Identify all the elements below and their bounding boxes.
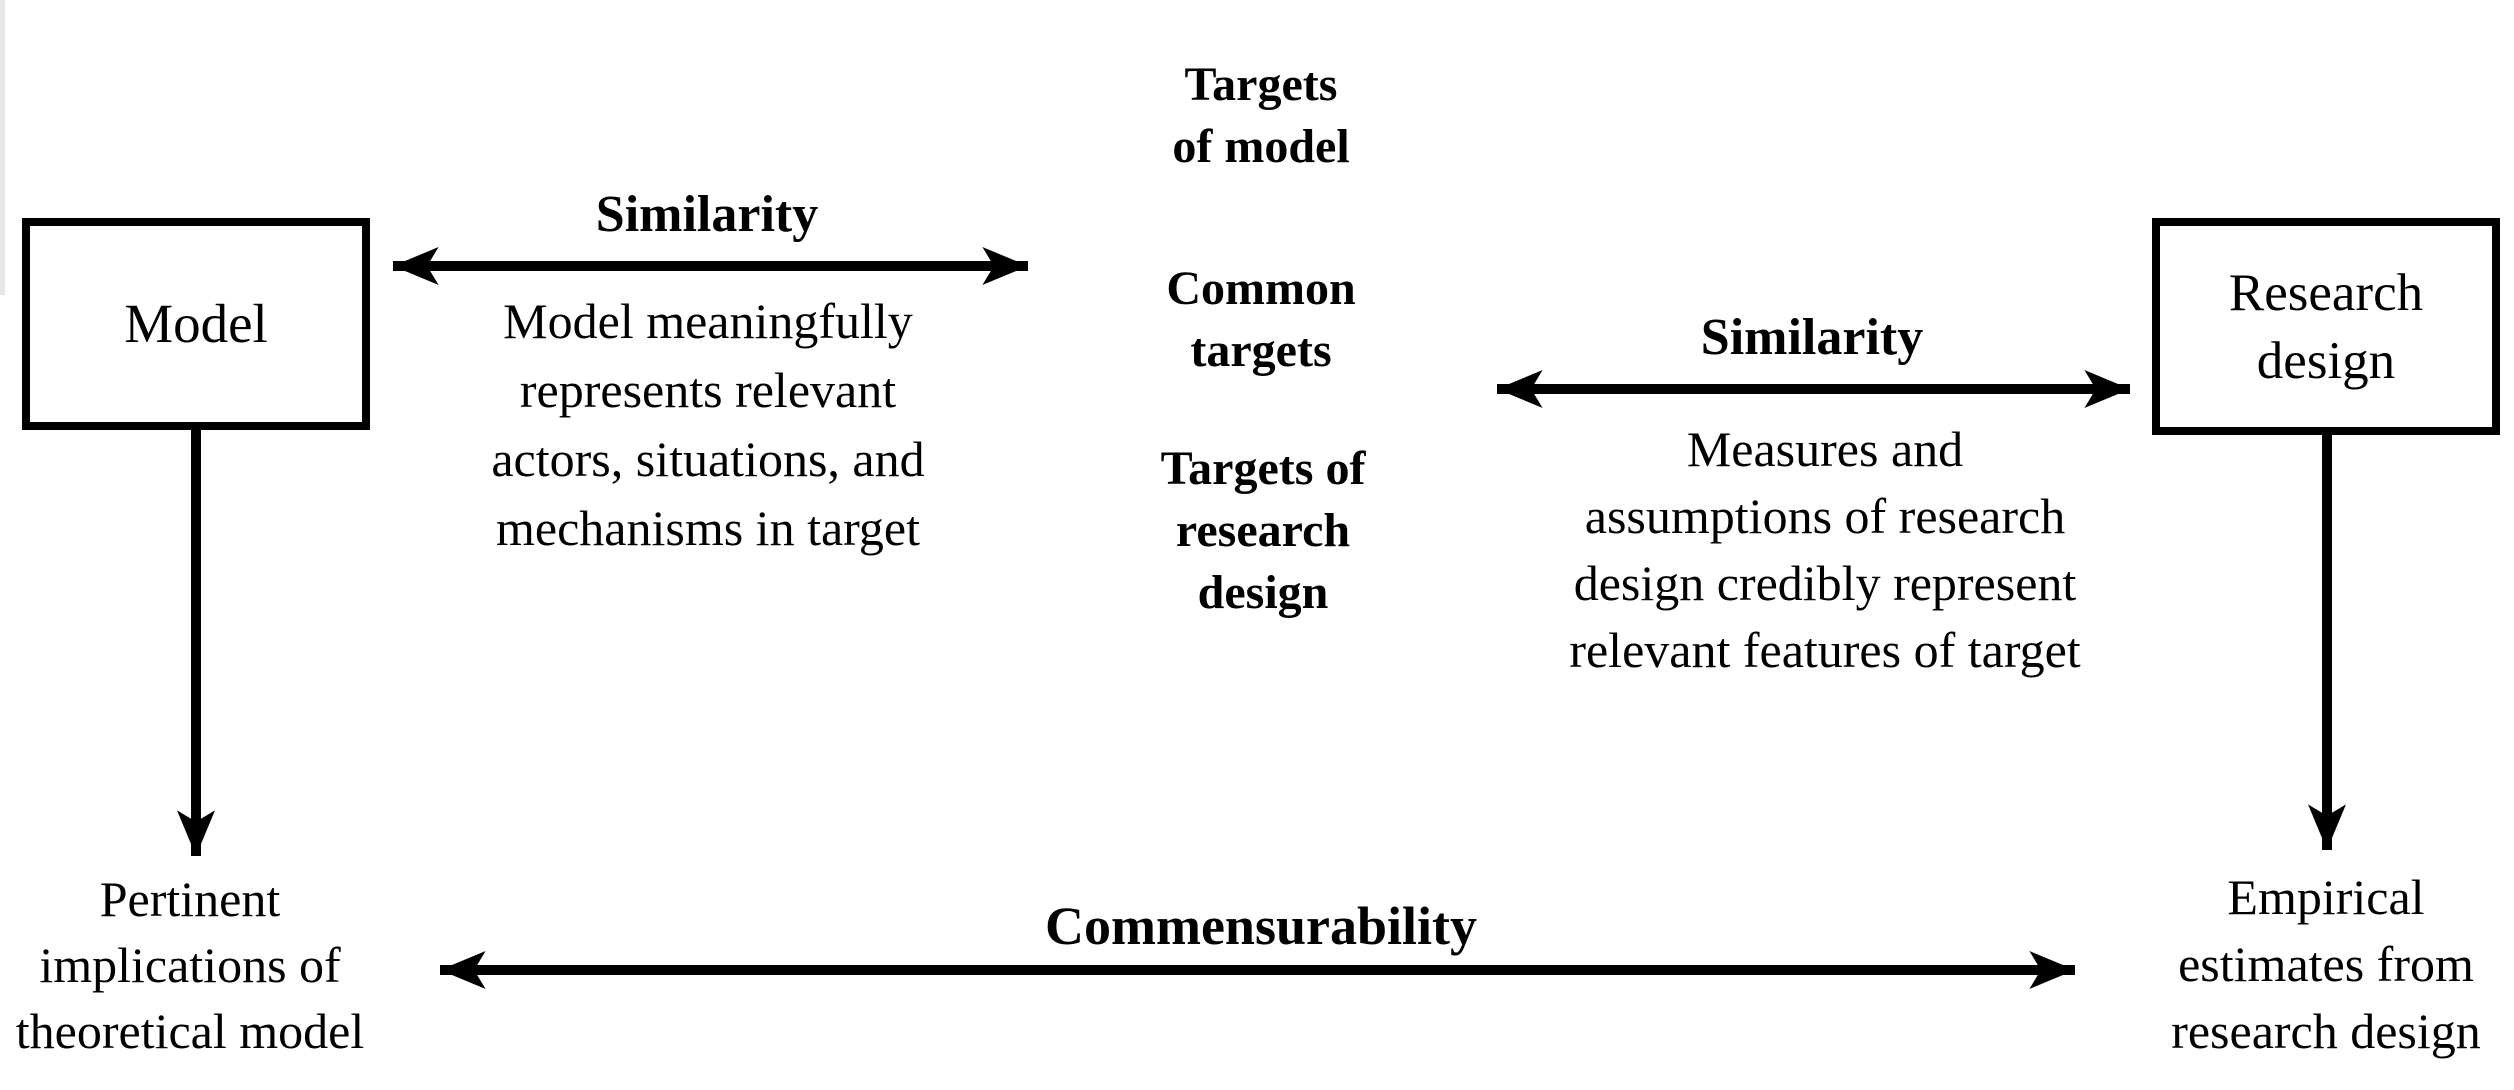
targets-of-model-line-2: of model (1172, 120, 1350, 173)
pertinent-implications-line-3: theoretical model (15, 1003, 365, 1059)
right-similarity-title: Similarity (1700, 309, 1924, 366)
empirical-estimates-line-3: research design (2171, 1003, 2481, 1059)
empirical-estimates-label: Empirical estimates from research design (2171, 864, 2481, 1065)
common-targets-label: Common targets (1166, 258, 1355, 382)
left-similarity-line-3: actors, situations, and (491, 431, 925, 487)
empirical-estimates-line-2: estimates from (2178, 936, 2474, 992)
targets-of-model-line-1: Targets (1184, 58, 1338, 111)
research-box-line-2: design (2256, 331, 2396, 390)
research-design-box: Research design (2152, 218, 2500, 435)
left-similarity-title: Similarity (595, 186, 819, 243)
model-box-label: Model (124, 293, 268, 354)
right-similarity-line-3: design credibly represent (1573, 555, 2077, 611)
right-similarity-line-1: Measures and (1686, 421, 1964, 477)
common-targets-line-2: targets (1190, 324, 1332, 377)
right-similarity-line-4: relevant features of target (1569, 622, 2081, 678)
targets-of-research-design-line-3: design (1197, 566, 1329, 619)
left-similarity-line-1: Model meaningfully (503, 293, 913, 349)
commensurability-title: Commensurability (1045, 896, 1477, 956)
targets-of-model-label: Targets of model (1172, 54, 1349, 178)
right-similarity-description: Measures and assumptions of research des… (1569, 416, 2080, 684)
research-box-line-1: Research (2228, 263, 2424, 322)
left-similarity-description: Model meaningfully represents relevant a… (491, 287, 924, 563)
pertinent-implications-line-2: implications of (39, 937, 341, 993)
pertinent-implications-line-1: Pertinent (99, 871, 281, 927)
empirical-estimates-line-1: Empirical (2227, 869, 2425, 925)
targets-of-research-design-line-1: Targets of (1160, 442, 1366, 495)
pertinent-implications-label: Pertinent implications of theoretical mo… (16, 866, 364, 1064)
research-box-label: Research design (2229, 259, 2423, 395)
model-box: Model (22, 218, 370, 430)
targets-of-research-design-label: Targets of research design (1161, 438, 1366, 624)
common-targets-line-1: Common (1166, 262, 1356, 315)
right-similarity-line-2: assumptions of research (1584, 488, 2066, 544)
targets-of-research-design-line-2: research (1175, 504, 1351, 557)
scan-edge-artifact (0, 0, 5, 295)
left-similarity-line-2: represents relevant (519, 362, 897, 418)
left-similarity-line-4: mechanisms in target (496, 500, 920, 556)
